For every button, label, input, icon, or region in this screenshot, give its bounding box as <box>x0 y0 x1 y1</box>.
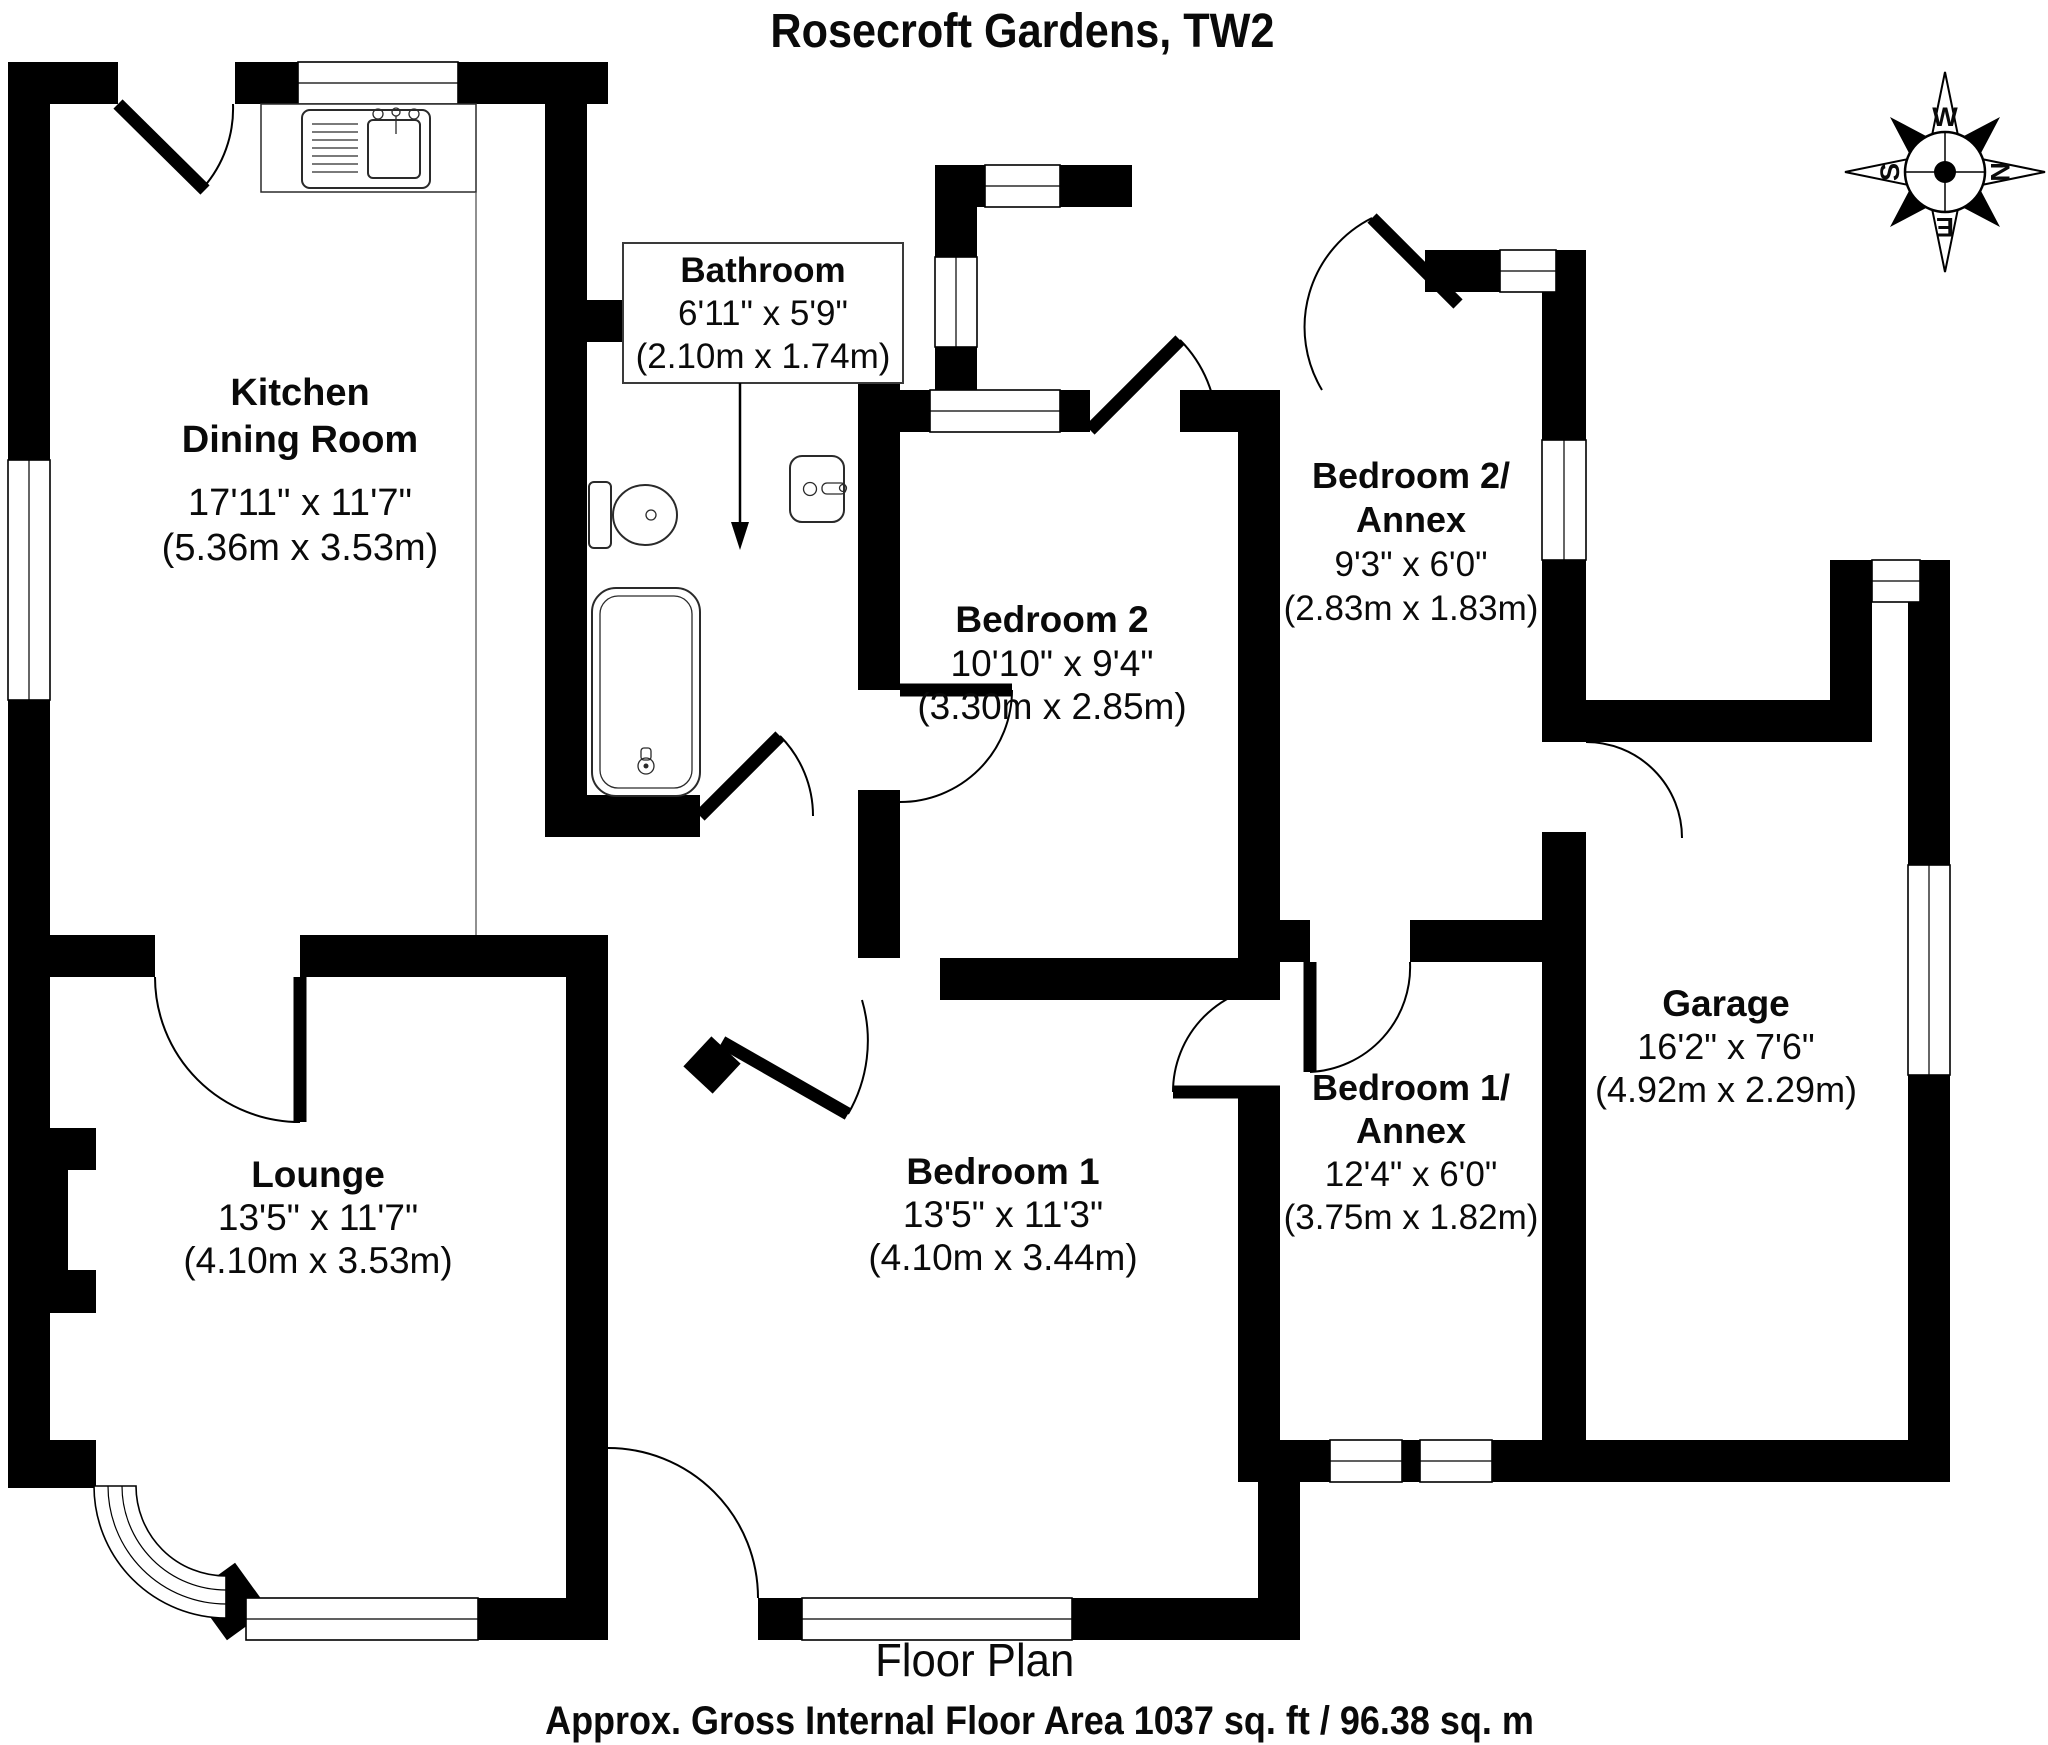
bedroom2-metric: (3.30m x 2.85m) <box>917 686 1186 727</box>
garage-name: Garage <box>1662 983 1790 1024</box>
bedroom1-annex-metric: (3.75m x 1.82m) <box>1284 1198 1539 1237</box>
bedroom1-annex-name-1: Bedroom 1/ <box>1312 1067 1510 1108</box>
kitchen-name-1: Kitchen <box>230 372 369 414</box>
garage-metric: (4.92m x 2.29m) <box>1595 1069 1857 1110</box>
kitchen-metric: (5.36m x 3.53m) <box>162 527 439 569</box>
compass-west-label: W <box>1932 102 1958 132</box>
window <box>801 1597 1073 1641</box>
bathroom-imperial: 6'11" x 5'9" <box>678 294 848 333</box>
bedroom2-annex-imperial: 9'3" x 6'0" <box>1334 545 1487 584</box>
compass-north-label: N <box>1985 162 2015 182</box>
fixtures <box>260 103 848 935</box>
lounge-imperial: 13'5" x 11'7" <box>218 1197 418 1238</box>
window <box>1907 864 1951 1076</box>
window <box>1419 1439 1493 1483</box>
bedroom1-name: Bedroom 1 <box>906 1151 1099 1192</box>
window <box>1499 249 1557 293</box>
kitchen-imperial: 17'11" x 11'7" <box>188 482 412 524</box>
bedroom2-annex-metric: (2.83m x 1.83m) <box>1284 589 1539 628</box>
footer-caption: Floor Plan <box>875 1634 1074 1686</box>
window <box>297 61 459 105</box>
door-rear-porch <box>1085 335 1219 435</box>
doors <box>113 99 1683 1599</box>
windows <box>7 61 1951 1641</box>
bedroom1-annex-imperial: 12'4" x 6'0" <box>1325 1155 1498 1194</box>
bedroom2-annex-name-1: Bedroom 2/ <box>1312 455 1510 496</box>
bathroom-metric: (2.10m x 1.74m) <box>636 337 891 376</box>
door-annex-entry <box>1303 213 1463 391</box>
window <box>1871 559 1921 603</box>
garage-imperial: 16'2" x 7'6" <box>1637 1026 1814 1067</box>
door-bedroom1-annex <box>1172 984 1281 1099</box>
door-bedroom1 <box>718 999 869 1120</box>
door-bathroom <box>695 731 815 821</box>
room-label-lounge: Lounge 13'5" x 11'7" (4.10m x 3.53m) <box>183 1154 452 1281</box>
window <box>984 164 1061 208</box>
page-title: Rosecroft Gardens, TW2 <box>770 4 1274 58</box>
door-kitchen-entry <box>113 99 235 195</box>
window <box>1541 439 1587 561</box>
window <box>7 459 51 701</box>
bathroom-sink <box>789 455 848 523</box>
compass-south-label: S <box>1875 163 1905 181</box>
footer-area: Approx. Gross Internal Floor Area 1037 s… <box>545 1699 1534 1743</box>
door-garage-side <box>1585 741 1683 839</box>
bathroom-callout: Bathroom 6'11" x 5'9" (2.10m x 1.74m) <box>622 242 904 550</box>
bedroom1-metric: (4.10m x 3.44m) <box>868 1237 1137 1278</box>
bedroom1-annex-name-2: Annex <box>1356 1110 1466 1151</box>
compass-rose: W N E S <box>1844 71 2046 273</box>
walls <box>8 62 1950 1641</box>
room-label-bedroom2-annex: Bedroom 2/ Annex 9'3" x 6'0" (2.83m x 1.… <box>1284 455 1539 628</box>
compass-east-label: E <box>1936 212 1954 242</box>
bedroom2-annex-name-2: Annex <box>1356 499 1466 540</box>
door-annex-divider <box>1303 961 1412 1073</box>
room-label-kitchen: Kitchen Dining Room 17'11" x 11'7" (5.36… <box>162 372 439 569</box>
window <box>929 389 1061 433</box>
room-label-garage: Garage 16'2" x 7'6" (4.92m x 2.29m) <box>1595 983 1857 1110</box>
room-labels: Kitchen Dining Room 17'11" x 11'7" (5.36… <box>162 372 1857 1281</box>
lounge-name: Lounge <box>251 1154 385 1195</box>
door-lounge <box>154 976 307 1123</box>
room-label-bedroom1-annex: Bedroom 1/ Annex 12'4" x 6'0" (3.75m x 1… <box>1284 1067 1539 1237</box>
kitchen-sink-unit <box>260 103 477 193</box>
window <box>934 256 978 348</box>
bay-window <box>93 1485 227 1619</box>
toilet <box>588 481 678 549</box>
room-label-bedroom2: Bedroom 2 10'10" x 9'4" (3.30m x 2.85m) <box>917 599 1186 727</box>
bathroom-callout-box <box>622 242 904 384</box>
window <box>245 1597 479 1641</box>
bathroom-name: Bathroom <box>680 251 845 290</box>
room-label-bedroom1: Bedroom 1 13'5" x 11'3" (4.10m x 3.44m) <box>868 1151 1137 1278</box>
bedroom2-imperial: 10'10" x 9'4" <box>951 643 1154 684</box>
door-front <box>607 1447 759 1599</box>
bedroom2-name: Bedroom 2 <box>955 599 1148 640</box>
bathroom-callout-arrowhead <box>731 522 749 550</box>
lounge-metric: (4.10m x 3.53m) <box>183 1240 452 1281</box>
compass-center-dot <box>1934 161 1956 183</box>
bedroom1-imperial: 13'5" x 11'3" <box>903 1194 1103 1235</box>
window <box>1329 1439 1403 1483</box>
kitchen-name-2: Dining Room <box>182 419 418 461</box>
bathtub <box>591 587 701 797</box>
door-bedroom2 <box>899 683 1013 803</box>
